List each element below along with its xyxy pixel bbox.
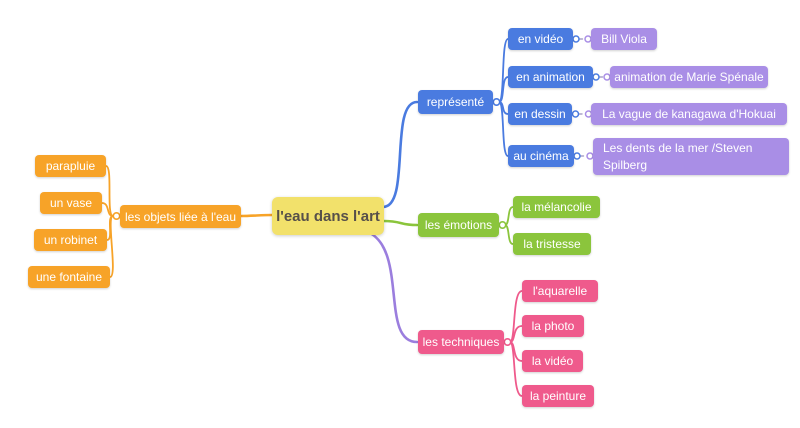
edge-melancolie: [504, 206, 514, 226]
edge-parapluie: [105, 165, 114, 217]
connector-dot: [573, 152, 581, 160]
toggle-emotions[interactable]: [498, 221, 507, 230]
node-les-objets[interactable]: les objets liée à l'eau: [120, 205, 241, 228]
branch-line-techniques: [366, 230, 419, 344]
node-vague-kanagawa[interactable]: La vague de kanagawa d'Hokuai: [591, 103, 787, 125]
toggle-objets[interactable]: [112, 212, 121, 221]
branch-line-emotions: [381, 219, 419, 227]
node-au-cinema[interactable]: au cinéma: [508, 145, 574, 167]
node-bill-viola[interactable]: Bill Viola: [591, 28, 657, 50]
node-peinture[interactable]: la peinture: [522, 385, 594, 407]
node-en-video[interactable]: en vidéo: [508, 28, 573, 50]
node-tristesse[interactable]: la tristesse: [513, 233, 591, 255]
node-en-animation[interactable]: en animation: [508, 66, 593, 88]
node-melancolie[interactable]: la mélancolie: [513, 196, 600, 218]
node-en-dessin[interactable]: en dessin: [508, 103, 572, 125]
edge-au-cinema: [498, 101, 509, 157]
edge-peinture: [509, 341, 523, 397]
node-root[interactable]: l'eau dans l'art: [272, 197, 384, 235]
branch-line-represente: [381, 100, 419, 209]
connector-dot: [571, 110, 580, 118]
branch-line-objets: [239, 213, 274, 218]
node-un-vase[interactable]: un vase: [40, 192, 102, 214]
edge-tristesse: [504, 224, 514, 245]
toggle-represente[interactable]: [492, 98, 501, 107]
node-les-techniques[interactable]: les techniques: [418, 330, 504, 354]
node-les-emotions[interactable]: les émotions: [418, 213, 499, 237]
node-un-robinet[interactable]: un robinet: [34, 229, 107, 251]
node-represente[interactable]: représenté: [418, 90, 493, 114]
node-parapluie[interactable]: parapluie: [35, 155, 106, 177]
edge-photo: [509, 325, 523, 343]
toggle-techniques[interactable]: [503, 337, 512, 346]
node-dents-de-la-mer[interactable]: Les dents de la mer /Steven Spilberg: [593, 138, 789, 175]
node-video[interactable]: la vidéo: [522, 350, 583, 372]
edge-une-fontaine: [109, 215, 114, 278]
node-photo[interactable]: la photo: [522, 315, 584, 337]
node-une-fontaine[interactable]: une fontaine: [28, 266, 110, 288]
connector-dot: [592, 73, 600, 81]
connector-dot: [572, 35, 580, 43]
edge-aquarelle: [509, 290, 523, 343]
node-aquarelle[interactable]: l'aquarelle: [522, 280, 598, 302]
node-marie-spenale[interactable]: animation de Marie Spénale: [610, 66, 768, 88]
